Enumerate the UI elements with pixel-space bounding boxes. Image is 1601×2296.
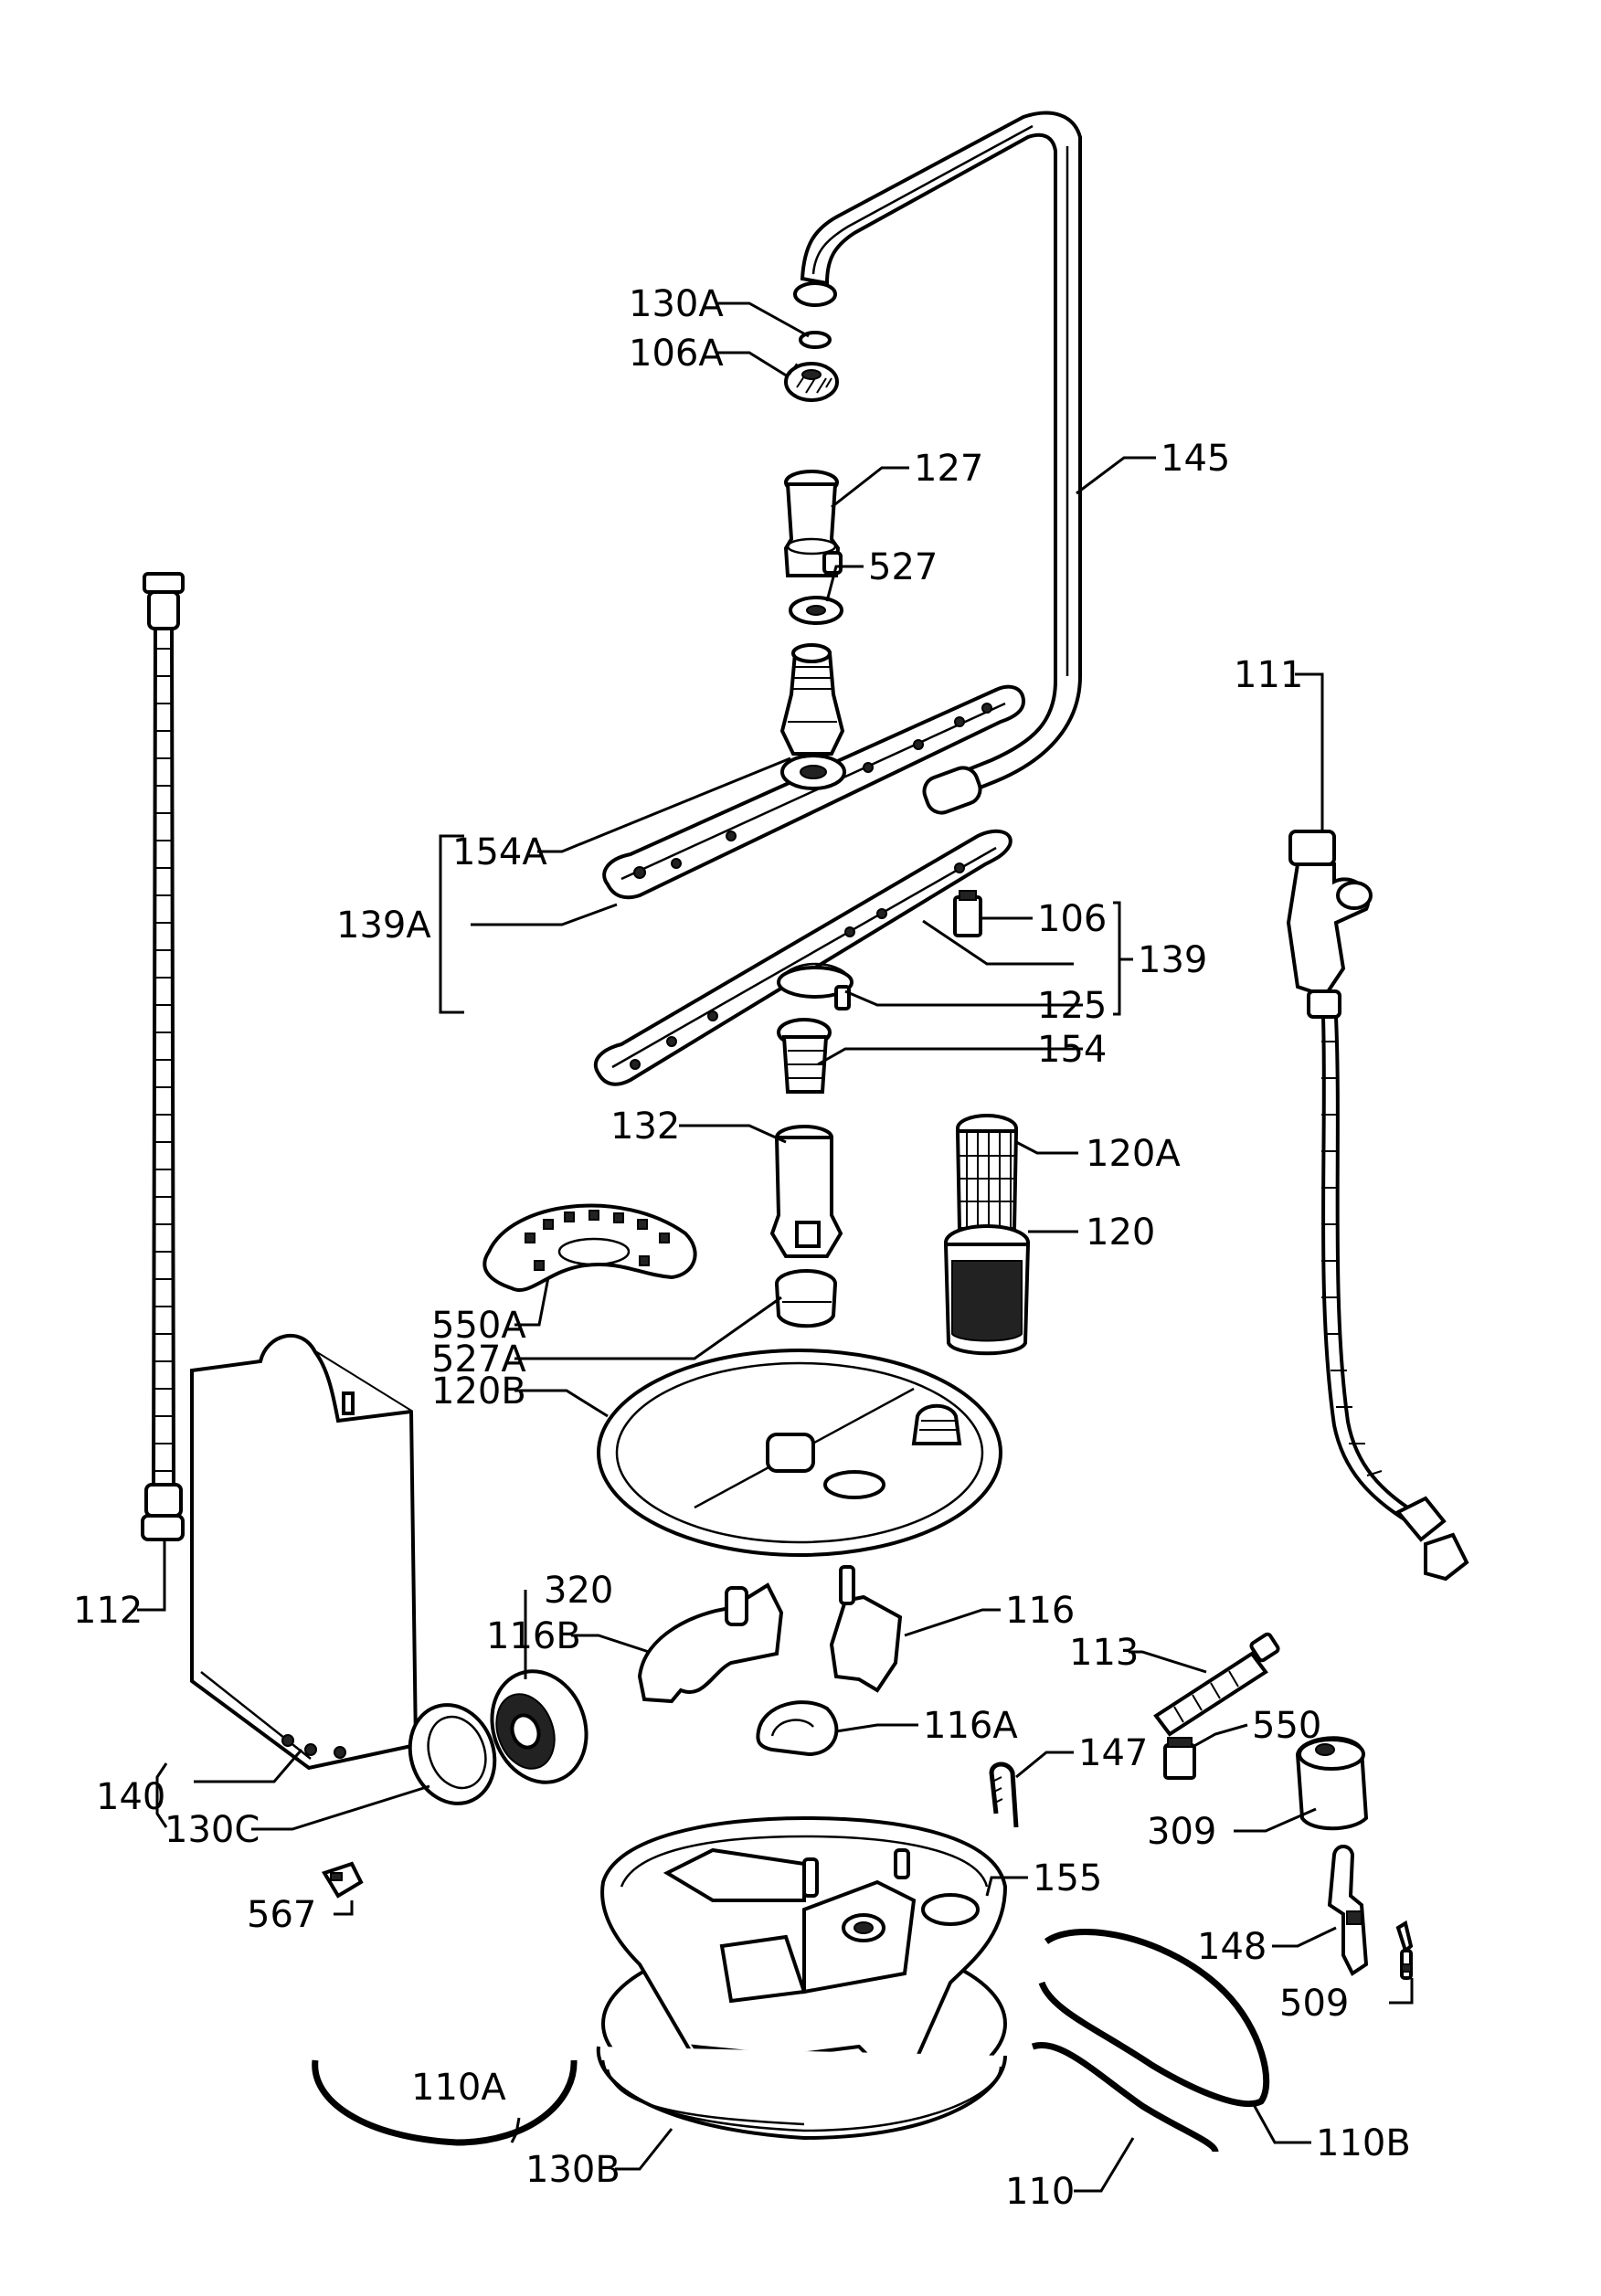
part-145-spray-tube [793, 111, 1082, 815]
label-111: 111 [1234, 654, 1303, 696]
part-130C-seal-ring [408, 1703, 497, 1805]
label-147: 147 [1078, 1732, 1148, 1774]
part-140-tank [190, 1334, 419, 1771]
part-120A-filter-screen [955, 1114, 1019, 1231]
label-106A: 106A [629, 333, 724, 375]
label-130A: 130A [629, 283, 724, 325]
label-309: 309 [1147, 1811, 1216, 1853]
label-106: 106 [1037, 898, 1107, 940]
label-527A: 527A [431, 1338, 526, 1381]
label-110A: 110A [411, 2067, 506, 2109]
part-132-stem [769, 1125, 843, 1258]
part-110A-hose [312, 2059, 578, 2146]
part-113-tube [1153, 1632, 1280, 1737]
label-116: 116 [1005, 1590, 1075, 1632]
label-130B: 130B [525, 2149, 620, 2191]
part-111-inlet-valve [1286, 830, 1469, 1582]
label-509: 509 [1279, 1983, 1349, 2025]
label-125: 125 [1037, 985, 1107, 1027]
label-110: 110 [1005, 2171, 1075, 2213]
label-148: 148 [1197, 1926, 1267, 1968]
label-120B: 120B [431, 1370, 526, 1413]
part-106A-nut [784, 362, 839, 402]
label-113: 113 [1069, 1632, 1139, 1674]
label-132: 132 [610, 1106, 680, 1148]
label-112: 112 [73, 1590, 143, 1632]
part-567-clip [322, 1861, 364, 1899]
label-116B: 116B [486, 1615, 581, 1657]
label-550A: 550A [431, 1305, 526, 1347]
part-154-bearing [777, 1018, 832, 1094]
part-106-clip [953, 890, 982, 937]
part-509-pin [1395, 1920, 1414, 1980]
part-116-bracket [829, 1565, 903, 1693]
leader-lines [137, 302, 1414, 2193]
part-116B-cover [637, 1582, 784, 1704]
part-120B-filter-plate [597, 1349, 1002, 1557]
part-120-filter-cup [943, 1224, 1031, 1356]
part-320-pump-rotor [490, 1669, 588, 1784]
label-550: 550 [1252, 1705, 1321, 1747]
label-154: 154 [1037, 1029, 1107, 1071]
label-110B: 110B [1316, 2122, 1411, 2164]
label-139: 139 [1138, 939, 1207, 981]
part-116A-cap [756, 1700, 839, 1757]
part-550-block [1163, 1737, 1196, 1780]
part-127-coupling [783, 470, 843, 577]
part-139-lower-spray-arm [593, 829, 1013, 1086]
part-527A-bushing [775, 1269, 837, 1328]
label-154A: 154A [452, 831, 547, 873]
label-155: 155 [1033, 1857, 1102, 1899]
part-125-hub [777, 962, 854, 1010]
label-567: 567 [247, 1894, 316, 1936]
part-110-hose [1031, 2042, 1219, 2153]
part-550A-shield [482, 1203, 697, 1292]
part-110B-hose [1038, 1929, 1270, 2108]
label-130C: 130C [164, 1809, 260, 1851]
part-labels: 130A 106A 127 145 527 111 154A 139A 106 … [73, 283, 1411, 2213]
part-154A-upper-spray-arm [602, 643, 1026, 900]
label-527: 527 [868, 546, 938, 588]
part-112-fill-hose [141, 572, 185, 1541]
label-120: 120 [1086, 1211, 1155, 1254]
label-127: 127 [914, 448, 983, 490]
label-320: 320 [544, 1570, 613, 1612]
part-309-pressure-switch [1295, 1736, 1369, 1831]
label-120A: 120A [1086, 1133, 1181, 1175]
label-145: 145 [1161, 438, 1230, 480]
part-148-switch-bracket [1327, 1845, 1369, 1976]
part-130B-gasket [596, 2046, 1007, 2141]
part-527-washer [789, 596, 843, 625]
label-139A: 139A [336, 905, 431, 947]
label-140: 140 [96, 1776, 165, 1818]
label-116A: 116A [923, 1705, 1018, 1747]
part-147-clip [989, 1762, 1019, 1828]
